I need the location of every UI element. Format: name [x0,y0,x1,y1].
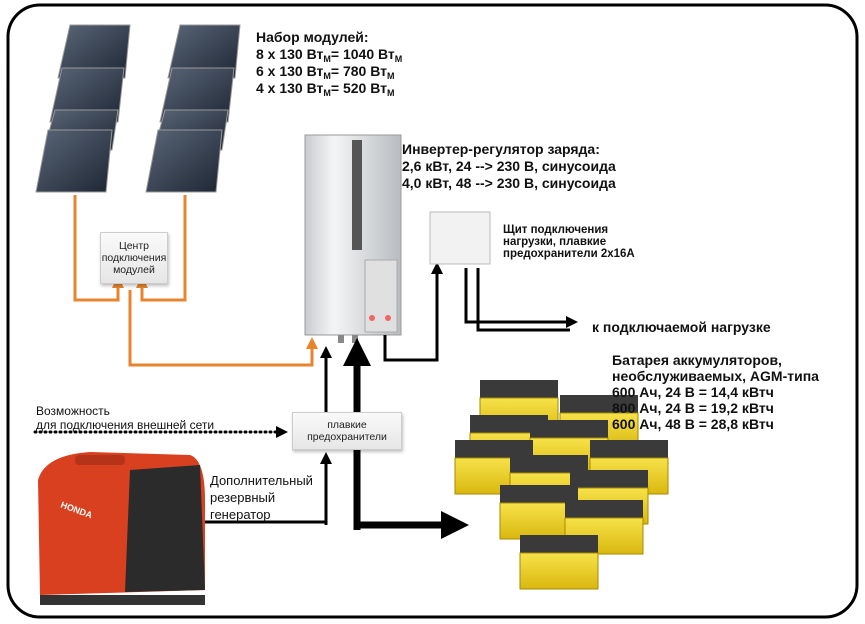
battery-top [570,470,648,488]
modules-line-1: 8 x 130 ВтМ= 1040 ВтМ [256,46,403,64]
load-panel-line-3: предохранители 2x16A [503,248,635,260]
pv-wires [73,195,318,367]
battery-top [530,420,608,438]
frame [6,3,859,619]
generator-image [38,452,205,605]
battery-top [565,500,643,518]
battery-line-1: Батарея аккумуляторов, [612,352,782,368]
battery-top [510,455,588,473]
load-panel-line-1: Щит подключения [503,224,609,236]
modules-line-2: 6 x 130 ВтМ= 780 ВтМ [256,63,395,81]
module-center-line: Центр [118,240,150,252]
modules-title: Набор модулей: [256,29,369,45]
battery-top [560,395,638,413]
load-label: к подключаемой нагрузке [592,319,771,335]
inverter-line-1: 2,6 кВт, 24 --> 230 В, синусоида [402,158,616,174]
battery-top [480,380,558,398]
battery-top [470,415,548,433]
power-wires [33,262,578,539]
battery-bank-image [454,380,669,590]
fuses-line: плавкие [327,419,367,431]
battery-top [455,440,533,458]
battery-line-4: 800 Ач, 24 В = 19,2 кВтч [612,400,774,416]
battery-line-5: 600 Ач, 48 В = 28,8 кВтч [612,416,774,432]
modules-line-3: 4 x 130 ВтМ= 520 ВтМ [256,80,395,98]
battery-body [519,552,599,590]
solar-panels-left [35,24,131,193]
solar-panels-right [145,24,241,193]
battery-line-2: необслуживаемых, AGM-типа [612,368,819,384]
load-panel-box [429,211,491,265]
inverter-title: Инвертер-регулятор заряда: [402,141,600,157]
battery-top [590,440,668,458]
inverter-line-2: 4,0 кВт, 48 --> 230 В, синусоида [402,175,616,191]
battery-top [500,485,578,503]
battery-top [520,535,598,553]
inverter-device [304,134,402,343]
module-center-line: подключения [101,252,167,264]
module-center-line: модулей [113,264,155,276]
load-panel-line-2: нагрузки, плавкие [503,236,607,248]
fuses-line: предохранители [307,431,387,443]
battery-line-3: 600 Ач, 24 В = 14,4 кВтч [612,384,774,400]
